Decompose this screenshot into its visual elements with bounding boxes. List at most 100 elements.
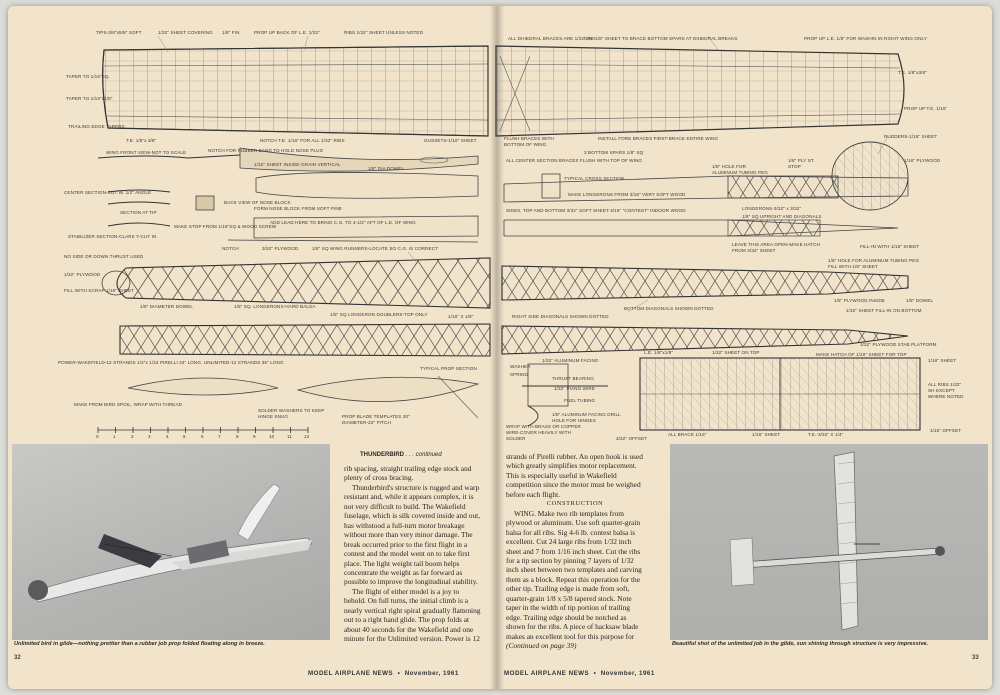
scale-tick-label: 6 [201,434,204,439]
plan-label: T.E. 1/8"x3/8" [898,70,927,75]
scale-tick-label: 3 [148,434,151,439]
scale-tick-label: 9 [253,434,256,439]
scale-tick-label: 5 [183,434,186,439]
plan-label: ALL BRACE 1/16" [668,432,707,437]
plan-label: 1/32" SHEET FILL-IN ON BOTTOM [846,308,922,313]
plan-label: L.E. 1/8"x1/8" [644,350,674,355]
fuselage-side-upper-right [503,141,909,237]
plan-label: ADD LEAD HERE TO BRING C.G. TO 3-1/2" AF… [270,220,416,225]
footer-magazine-name: MODEL AIRPLANE NEWS [308,670,394,677]
plan-label: RIBS 1/32" SHEET UNLESS NOTED [344,30,423,35]
continued-on-page-link[interactable]: (Continued on page 39) [506,641,577,651]
scale-bar [97,427,309,433]
plan-label: SECTION AT TIP [120,210,157,215]
plan-label: USE 1/8" SHEET TO BRACE BOTTOM SPARS AT … [584,36,738,41]
article-running-head: THUNDERBIRD . . . continued [360,452,442,458]
article-column-2: strands of Pirelli rubber. An open hook … [506,452,644,651]
plan-label: ALL RIBS 1/32" SH EXCEPT WHERE NOTED [928,382,964,399]
page-number-left: 32 [14,655,21,661]
article-paragraph-text: WING. Make two rib templates from plywoo… [506,508,642,641]
plan-label: RUDDERS-1/16" SHEET [884,134,938,139]
plan-label: 1/16" PLYWOOD [904,158,941,163]
plan-label: WING FRONT VIEW-NOT TO SCALE [106,150,187,155]
footer-left: MODEL AIRPLANE NEWS • November, 1961 [308,670,459,677]
page-number-right: 33 [972,655,979,661]
scale-tick-label: 7 [218,434,221,439]
plan-label: WASHER [510,364,531,369]
plan-label: PROP UP T.E. 1/16" [904,106,948,111]
footer-right: MODEL AIRPLANE NEWS • November, 1961 [504,670,655,677]
photo-unlimited-glide-right [670,444,988,640]
scale-tick-label: 4 [166,434,169,439]
wing-plan-left [102,45,489,137]
plan-label: 1/32" PIANO WIRE [554,386,596,391]
model-airplane-image [729,451,945,631]
plan-label: NOTCH [222,246,239,251]
plan-label: 1/16" OFFSET [930,428,962,433]
fuselage-top-view [119,323,909,357]
plan-label: THRUST BEARING [552,376,594,381]
photo-unlimited-glide-left [12,444,330,640]
plan-label: 1/8" SQ UPRIGHT AND DIAGONALS [742,214,822,219]
stabilizer-plan [639,357,921,431]
plan-label: 1/8" SQ LONGERON DOUBLERS-TOP ONLY [330,312,428,317]
plan-label: 1/8" PLY ST. STOP [788,158,815,169]
article-paragraph: strands of Pirelli rubber. An open hook … [506,452,643,499]
plan-label: T.E.-3/32" X 1/4" [808,432,844,437]
plan-label: LONGERONS-3/32" x 3/32" [742,206,802,211]
scale-tick-label: 12 [304,434,310,439]
plan-label: 3 BOTTOM SPARS 1/8" SQ [584,150,644,155]
article-title: THUNDERBIRD [360,452,404,458]
article-subhead: CONSTRUCTION [546,500,604,508]
plan-label: BACK VIEW OF NOSE BLOCK [224,200,291,205]
plan-label: 1/8" HOLE FOR ALUMINUM TUBING PEG FILL W… [828,258,920,269]
plan-label: TAPER TO 1/16"x1/8" [66,96,113,101]
scale-tick-label: 11 [287,434,292,439]
footer-issue-date: November, 1961 [404,670,459,677]
plan-label: SOLDER WASHERS TO KEEP HINGE SNUG [258,408,325,419]
article-paragraph: rib spacing, straight trailing edge stoc… [344,464,472,483]
footer-issue-date: November, 1961 [600,670,655,677]
fuselage-side-view [101,257,909,309]
plan-label: 1/32" ALUMINUM FACING [542,358,599,363]
plan-label: STABILIZER SECTION-CLARK Y-CUT IN [68,234,157,239]
photo-caption-right: Beautiful shot of the unlimited job in t… [672,641,929,647]
scale-tick-label: 2 [131,434,134,439]
plan-label: SPRING [510,372,529,377]
plan-label: MAKE HATCH OF 1/16" SHEET FOR TOP [816,352,907,357]
scale-tick-label: 0 [96,434,99,439]
plan-label: 3/32" OFFSET [616,436,648,441]
plan-label: T.E. 1/8"x 3/8" [126,138,157,143]
plan-label: 1/8" DIA DOWEL [368,166,405,171]
plan-label: TAPER TO 1/16"SQ. [66,74,110,79]
plan-label: FILL-IN WITH 1/16" SHEET [860,244,920,249]
plan-label: 1/32" SHEET COVERING [158,30,213,35]
plan-label: WRAP WITH BRASS OR COPPER WIRE-COVER HEA… [506,424,581,441]
article-continued-label: . . . continued [405,452,442,458]
wing-front-view [97,147,479,172]
footer-magazine-name: MODEL AIRPLANE NEWS [504,670,590,677]
plan-label: BOTTOM DIAGONALS SHOWN DOTTED [624,306,714,311]
article-column-1: rib spacing, straight trailing edge stoc… [344,464,482,644]
plan-label: FUEL TUBING [564,398,596,403]
plan-label: INSTALL FORE BRACES FIRST-BRACE ENTIRE W… [598,136,719,141]
plan-label: PROP BLADE TEMPLATES 20" DIAMETER-22" PI… [342,414,410,425]
plan-label: FORM NOSE BLOCK FROM SOFT PINE [254,206,342,211]
plan-label: LEAVE THIS AREA OPEN-MAKE HATCH FROM 3/3… [732,242,821,253]
article-paragraph: The flight of either model is a joy to b… [344,586,481,644]
article-paragraph: WING. Make two rib templates from plywoo… [506,509,644,651]
plan-label: 1/32" PLYWOOD [64,272,101,277]
plan-label: 1/8" DOWEL [906,298,934,303]
plan-label: 1/8" SQ. LONGERONS-HARD BALSA [234,304,316,309]
plan-label: 1/16" SHEET [752,432,781,437]
plan-label: PROP UP BACK OF L.E. 1/32" [254,30,320,35]
plan-label: 1/32" SHEET INSIDE-GRAIN VERTICAL [254,162,341,167]
nose-and-sections [107,172,479,243]
plan-label: TYPICAL PROP SECTION [420,366,477,371]
plan-label: TYPICAL CROSS SECTION [564,176,625,181]
plan-label: 1/16" SHEET [928,358,957,363]
plan-label: 1/32" SHEET ON TOP [712,350,760,355]
plan-label: FILL WITH SCRAP 1/16" SHEET [64,288,135,293]
prop-templates [127,375,480,419]
plan-label: 3/32" PLYWOOD [262,246,299,251]
